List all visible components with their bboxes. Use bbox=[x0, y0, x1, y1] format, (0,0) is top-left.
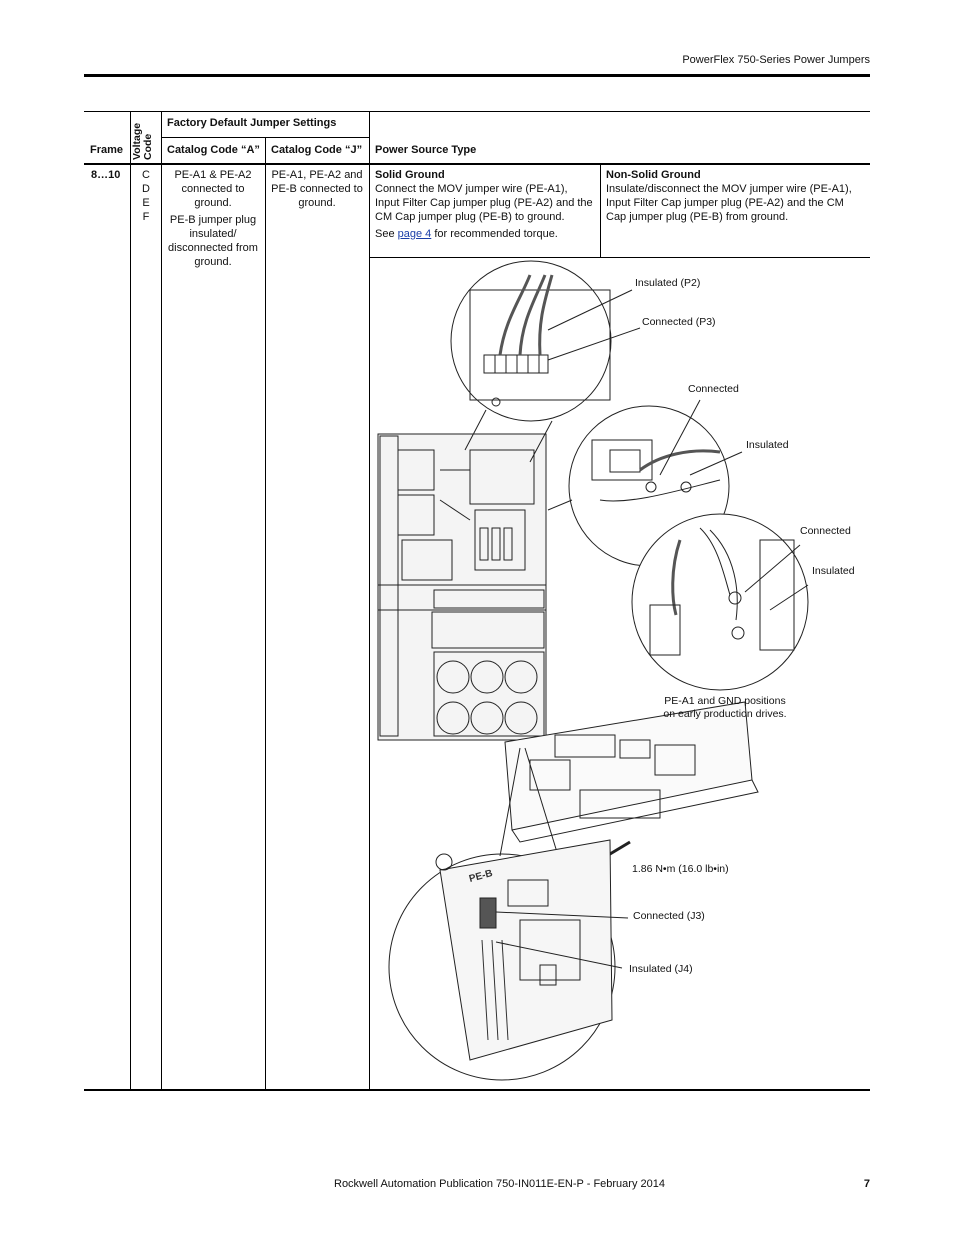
publication-footer: Rockwell Automation Publication 750-IN01… bbox=[334, 1178, 665, 1190]
column-divider bbox=[161, 111, 162, 1090]
callout-connected-1: Connected bbox=[688, 383, 739, 395]
callout-insulated-1: Insulated bbox=[746, 439, 789, 451]
callout-insulated-2: Insulated bbox=[812, 565, 855, 577]
row-divider bbox=[369, 257, 870, 258]
header-frame: Frame bbox=[90, 144, 124, 156]
page-4-link[interactable]: page 4 bbox=[397, 228, 432, 240]
cell-catalog-j: PE-A1, PE-A2 and PE-B connected to groun… bbox=[271, 169, 363, 209]
column-divider bbox=[130, 111, 131, 1090]
callout-connected-j3: Connected (J3) bbox=[633, 910, 705, 922]
header-power-source: Power Source Type bbox=[375, 144, 477, 156]
table-bottom-border bbox=[84, 1089, 870, 1091]
table-header-border bbox=[84, 163, 870, 165]
callout-early-production-note: PE-A1 and GND positions on early product… bbox=[663, 695, 787, 720]
header-factory-defaults: Factory Default Jumper Settings bbox=[167, 117, 337, 129]
cell-solid-ground: Solid Ground Connect the MOV jumper wire… bbox=[375, 169, 593, 240]
callout-connected-p3: Connected (P3) bbox=[642, 316, 716, 328]
column-divider bbox=[265, 137, 266, 1090]
column-divider bbox=[369, 111, 370, 1090]
callout-connected-2: Connected bbox=[800, 525, 851, 537]
running-header: PowerFlex 750-Series Power Jumpers bbox=[682, 54, 870, 66]
column-divider bbox=[600, 165, 601, 257]
subheader-divider bbox=[161, 137, 369, 138]
cell-voltage-codes: C D E F bbox=[142, 169, 150, 223]
cell-catalog-a: PE-A1 & PE-A2 connected to ground. PE-B … bbox=[168, 169, 258, 268]
header-catalog-j: Catalog Code “J” bbox=[271, 144, 363, 156]
callout-torque: 1.86 N•m (16.0 lb•in) bbox=[632, 863, 729, 875]
header-catalog-a: Catalog Code “A” bbox=[167, 144, 260, 156]
cell-frame: 8…10 bbox=[91, 169, 121, 181]
table-top-border bbox=[84, 111, 870, 112]
page-number: 7 bbox=[863, 1178, 870, 1190]
header-rule bbox=[84, 74, 870, 77]
callout-insulated-p2: Insulated (P2) bbox=[635, 277, 701, 289]
callout-insulated-j4: Insulated (J4) bbox=[629, 963, 693, 975]
cell-non-solid-ground: Non-Solid Ground Insulate/disconnect the… bbox=[606, 169, 852, 223]
